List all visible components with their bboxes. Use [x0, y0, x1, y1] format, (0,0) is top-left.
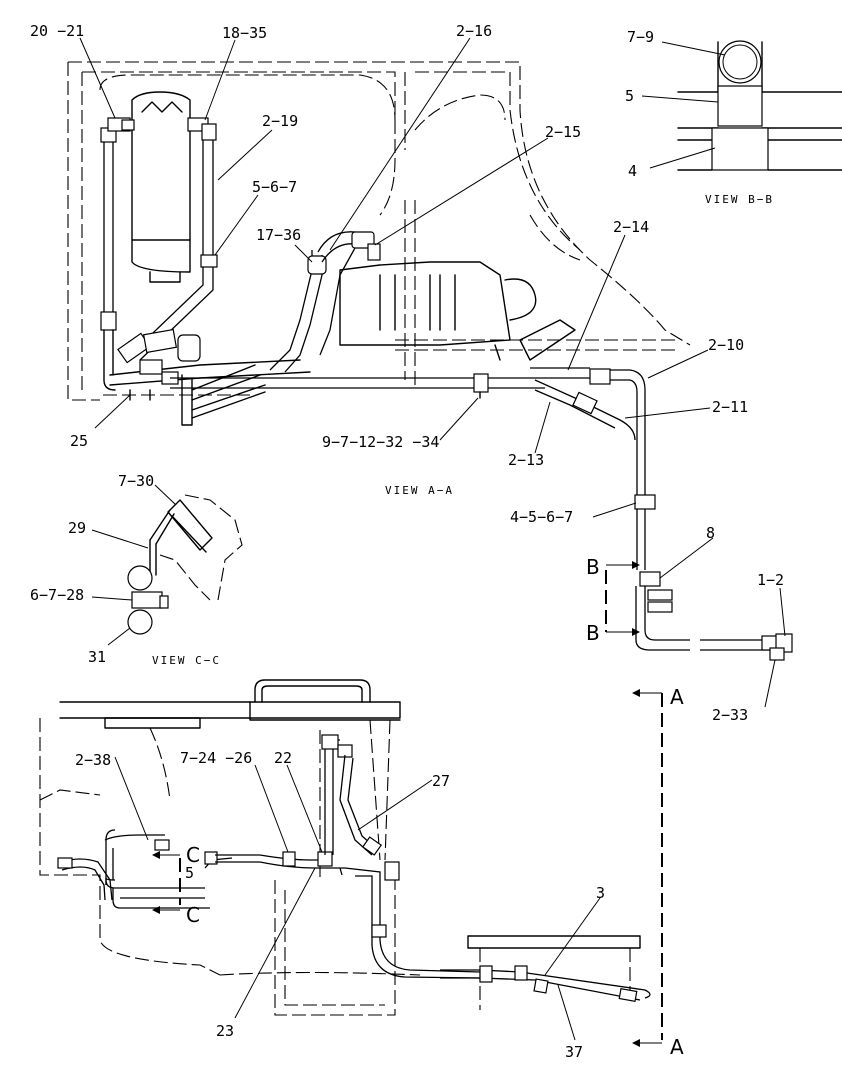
view-cc-drawing — [127, 494, 243, 635]
view-bb-drawing — [677, 40, 842, 171]
label-31: 31 — [88, 648, 106, 666]
view-cc-title: VIEW C−C — [152, 654, 221, 667]
label-2-15: 2−15 — [545, 123, 581, 141]
label-7-24-26: 7−24 −26 — [180, 749, 252, 767]
view-aa-drawing — [67, 61, 793, 661]
leader-lines — [79, 37, 786, 1041]
label-23: 23 — [216, 1022, 234, 1040]
section-letters: B B A A C C — [186, 555, 684, 1059]
label-17-36: 17−36 — [256, 226, 301, 244]
label-18-35: 18−35 — [222, 24, 267, 42]
label-5-6-7: 5−6−7 — [252, 178, 297, 196]
label-2-10: 2−10 — [708, 336, 744, 354]
label-2-14: 2−14 — [613, 218, 649, 236]
label-4-5-6-7: 4−5−6−7 — [510, 508, 573, 526]
label-2-11: 2−11 — [712, 398, 748, 416]
label-1-2: 1−2 — [757, 571, 784, 589]
label-2-33: 2−33 — [712, 706, 748, 724]
view-titles: VIEW B−B VIEW A−A VIEW C−C — [152, 193, 774, 667]
label-25: 25 — [70, 432, 88, 450]
label-37: 37 — [565, 1043, 583, 1061]
label-9-7-12-32-34: 9−7−12−32 −34 — [322, 433, 439, 451]
section-markers — [152, 561, 663, 1047]
view-aa-title: VIEW A−A — [385, 484, 454, 497]
label-7-30: 7−30 — [118, 472, 154, 490]
section-b-top: B — [586, 555, 600, 579]
label-6-7-28: 6−7−28 — [30, 586, 84, 604]
label-4-top: 4 — [628, 162, 637, 180]
label-5-right: 5 — [625, 87, 634, 105]
section-a-bottom: A — [670, 1035, 684, 1059]
label-20-21: 20 −21 — [30, 22, 84, 40]
part-labels: 20 −21 18−35 2−16 7−9 2−19 5 2−15 5−6−7 … — [30, 22, 784, 1061]
label-2-16: 2−16 — [456, 22, 492, 40]
label-29: 29 — [68, 519, 86, 537]
label-5-bottom: 5 — [185, 864, 194, 882]
label-27: 27 — [432, 772, 450, 790]
label-3: 3 — [596, 884, 605, 902]
section-c-top: C — [186, 843, 200, 867]
label-2-19: 2−19 — [262, 112, 298, 130]
label-8: 8 — [706, 524, 715, 542]
label-2-38: 2−38 — [75, 751, 111, 769]
section-b-bottom: B — [586, 621, 600, 645]
view-bb-title: VIEW B−B — [705, 193, 774, 206]
section-c-bottom: C — [186, 903, 200, 927]
label-22: 22 — [274, 749, 292, 767]
label-2-13: 2−13 — [508, 451, 544, 469]
lower-assembly-drawing — [39, 679, 651, 1016]
section-a-top: A — [670, 685, 684, 709]
label-7-9: 7−9 — [627, 28, 654, 46]
